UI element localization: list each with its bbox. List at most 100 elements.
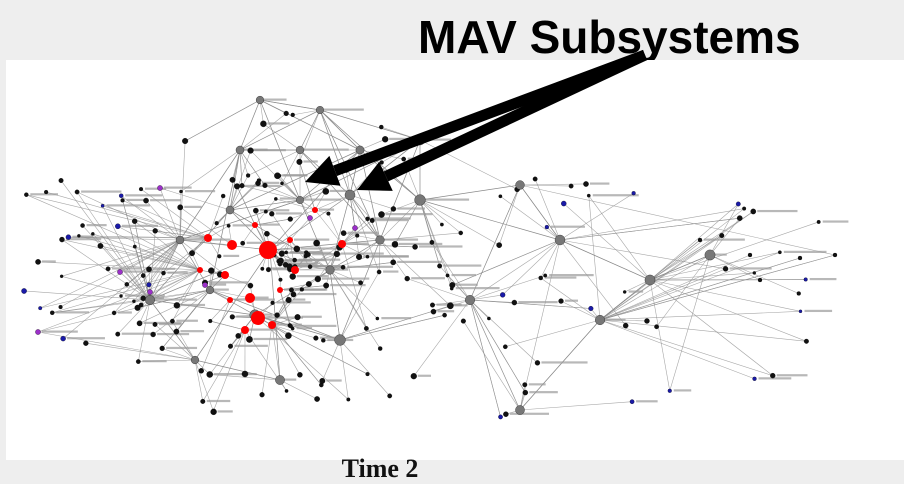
graph-node xyxy=(227,343,233,349)
graph-node xyxy=(391,241,399,248)
graph-node xyxy=(115,331,121,337)
graph-node xyxy=(644,318,650,324)
callout-arrow-right-head xyxy=(357,161,393,191)
graph-edge xyxy=(149,299,256,316)
graph-edge xyxy=(381,199,421,215)
graph-edge xyxy=(162,348,196,361)
graph-node xyxy=(583,181,589,187)
node-label xyxy=(636,400,658,403)
graph-node xyxy=(240,240,246,246)
graph-node-purple xyxy=(35,329,41,335)
graph-node xyxy=(206,371,213,378)
node-label xyxy=(42,260,56,263)
graph-node xyxy=(401,156,407,162)
graph-node-blue xyxy=(65,234,72,240)
graph-edge xyxy=(271,324,281,381)
node-label xyxy=(180,303,206,307)
graph-edge xyxy=(155,230,209,239)
graph-edge xyxy=(271,289,303,326)
graph-edge xyxy=(463,320,521,411)
node-label xyxy=(126,198,147,202)
graph-node xyxy=(458,230,463,236)
node-label xyxy=(121,332,155,335)
graph-edge xyxy=(159,187,181,241)
graph-node xyxy=(375,316,380,321)
graph-edge xyxy=(599,252,780,321)
graph-node xyxy=(135,359,141,364)
graph-node xyxy=(511,299,518,306)
graph-node xyxy=(498,194,503,199)
graph-node-blue xyxy=(588,305,594,312)
graph-node xyxy=(152,228,158,234)
graph-node-hub xyxy=(465,295,475,305)
graph-node xyxy=(752,271,757,275)
graph-node-hub xyxy=(205,285,215,295)
graph-node-hub xyxy=(554,234,566,246)
graph-node xyxy=(430,302,435,308)
graph-node-blue xyxy=(21,288,27,294)
graph-node xyxy=(246,336,253,343)
graph-node xyxy=(379,124,384,130)
graph-edge xyxy=(319,109,351,196)
graph-edge xyxy=(599,268,726,321)
node-label xyxy=(397,207,426,210)
node-label xyxy=(296,275,328,278)
node-label xyxy=(411,277,445,280)
graph-node xyxy=(161,270,166,276)
node-label xyxy=(330,284,366,287)
node-label xyxy=(275,212,302,215)
graph-edge xyxy=(239,99,261,151)
graph-edge xyxy=(62,239,181,339)
graph-node xyxy=(208,318,213,324)
node-label xyxy=(276,301,311,304)
graph-edge xyxy=(117,226,201,271)
graph-edge xyxy=(207,195,224,239)
graph-node-red xyxy=(259,241,277,259)
graph-node-blue xyxy=(146,282,152,288)
node-label xyxy=(456,283,478,286)
graph-node xyxy=(74,189,80,195)
graph-edge xyxy=(194,359,214,412)
graph-edge xyxy=(649,279,807,342)
graph-edge xyxy=(649,221,819,281)
graph-edge xyxy=(37,331,196,361)
graph-edge xyxy=(649,254,711,281)
graph-node xyxy=(437,263,443,269)
graph-edge xyxy=(210,299,231,322)
graph-node xyxy=(285,297,292,303)
graph-edge xyxy=(239,149,249,176)
graph-edge xyxy=(563,203,651,281)
graph-edge xyxy=(559,192,634,241)
graph-edge xyxy=(145,200,181,241)
graph-node xyxy=(58,178,64,183)
node-label xyxy=(324,108,364,111)
graph-node xyxy=(189,250,195,257)
node-label xyxy=(371,217,411,220)
graph-edge xyxy=(61,239,181,277)
graph-edge xyxy=(100,245,201,271)
graph-node xyxy=(159,345,165,351)
graph-node xyxy=(132,244,137,249)
graph-node xyxy=(234,183,241,190)
graph-node xyxy=(622,290,627,294)
graph-edge xyxy=(299,149,381,241)
graph-node xyxy=(747,252,753,258)
graph-edge xyxy=(140,239,181,306)
graph-edge xyxy=(37,269,201,333)
graph-node xyxy=(59,274,64,278)
graph-edge xyxy=(599,257,801,321)
node-label xyxy=(249,328,278,331)
node-label xyxy=(363,255,409,258)
graph-edge xyxy=(149,249,271,301)
graph-edge xyxy=(419,199,561,241)
graph-node xyxy=(278,277,283,282)
graph-edge xyxy=(329,269,378,319)
graph-node xyxy=(274,197,278,201)
node-label xyxy=(346,242,369,245)
graph-node xyxy=(750,208,757,215)
graph-edge xyxy=(649,279,801,312)
node-label xyxy=(529,391,558,394)
node-label xyxy=(232,224,254,227)
graph-node xyxy=(140,273,146,278)
